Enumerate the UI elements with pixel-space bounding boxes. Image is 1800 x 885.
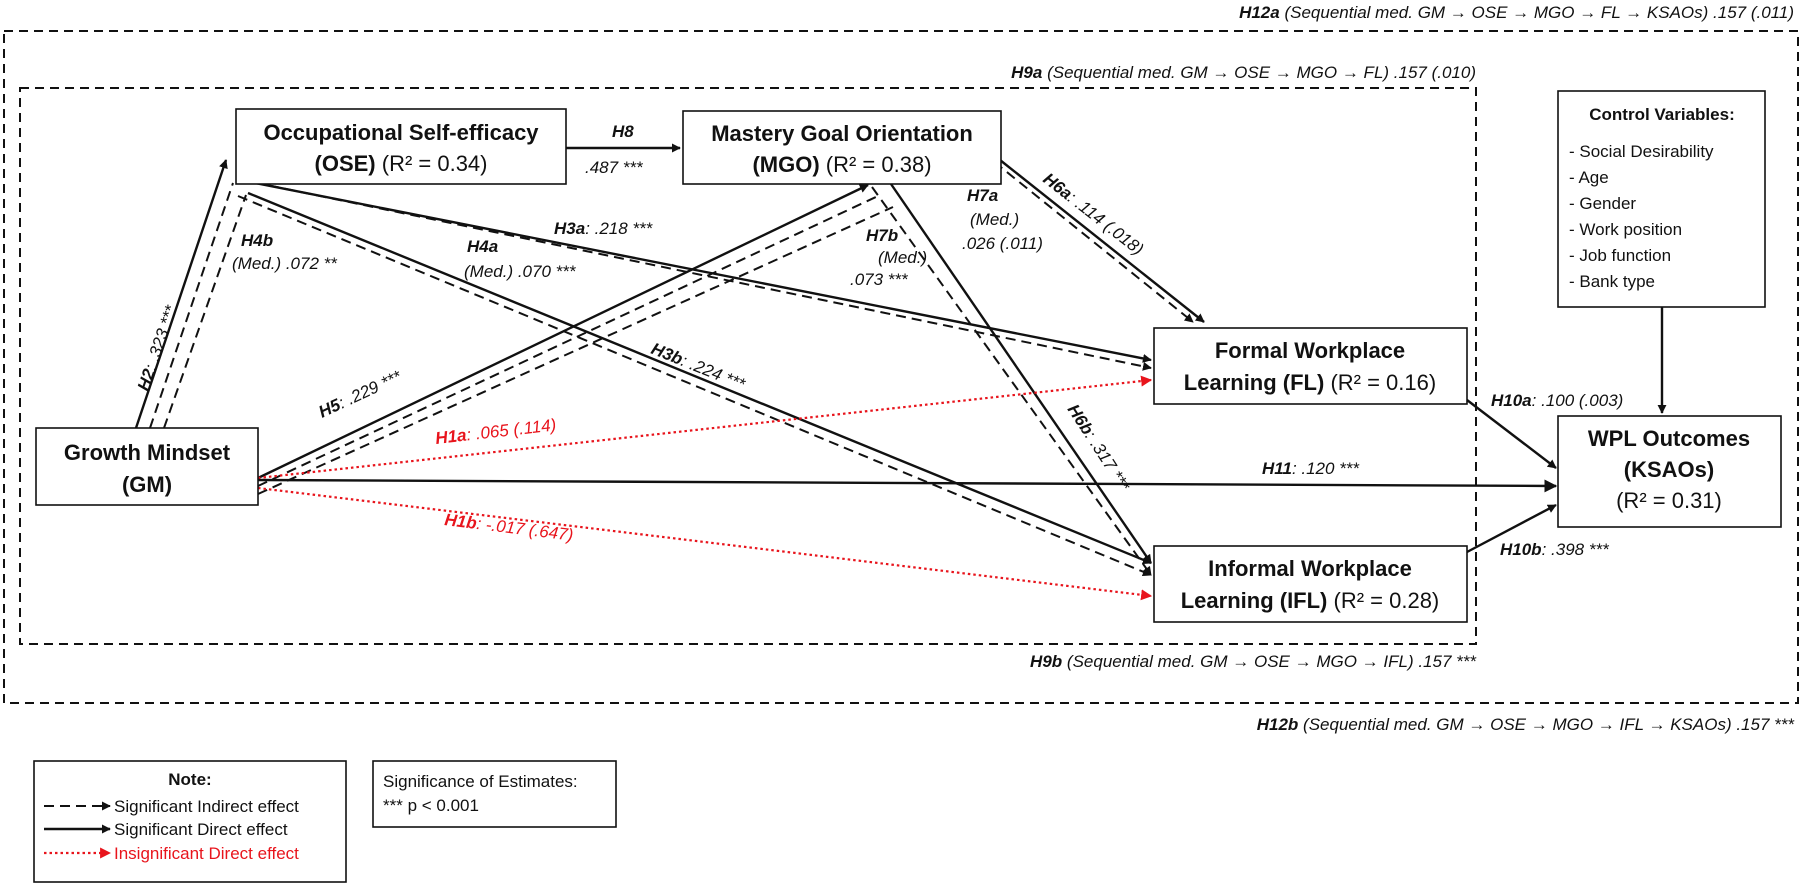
- path-h7a-mgo-fl: [981, 151, 1194, 323]
- label-h6a: H6a: .114 (.018): [1040, 169, 1148, 259]
- node-mgo-title: Mastery Goal Orientation: [711, 121, 973, 146]
- node-fl-title: Formal Workplace: [1215, 338, 1405, 363]
- label-h7b-med: (Med.): [878, 248, 927, 267]
- path-h6a-mgo-fl: [999, 159, 1205, 323]
- path-h3a-ose-fl: [239, 178, 1152, 363]
- node-ose: Occupational Self-efficacy (OSE) (R² = 0…: [235, 108, 567, 185]
- label-h10b: H10b: .398 ***: [1500, 540, 1610, 559]
- node-ifl: Informal Workplace Learning (IFL) (R² = …: [1153, 545, 1468, 623]
- node-wpl-r2: (R² = 0.31): [1616, 488, 1722, 513]
- path-h2-gm-ose: [134, 159, 228, 429]
- node-controls-box: [1557, 90, 1766, 308]
- legend-note-title: Note:: [168, 770, 211, 789]
- node-ifl-r2: Learning (IFL) (R² = 0.28): [1181, 588, 1440, 613]
- node-gm-abbrev: (GM): [122, 472, 172, 497]
- path-h11-gm-wpl: [257, 478, 1558, 493]
- label-h1b: H1b: -.017 (.647): [444, 510, 575, 545]
- node-mgo: Mastery Goal Orientation (MGO) (R² = 0.3…: [682, 110, 1002, 185]
- node-fl: Formal Workplace Learning (FL) (R² = 0.1…: [1153, 327, 1468, 405]
- node-wpl: WPL Outcomes (KSAOs) (R² = 0.31): [1557, 415, 1782, 528]
- label-h2: H2: .323 ***: [134, 302, 181, 393]
- node-wpl-abbrev: (KSAOs): [1624, 457, 1714, 482]
- label-h11: H11: .120 ***: [1262, 459, 1360, 478]
- controls-item: - Bank type: [1569, 272, 1655, 291]
- controls-item: - Gender: [1569, 194, 1636, 213]
- path-h10b-ifl-wpl: [1466, 503, 1557, 554]
- significance-box: Significance of Estimates: *** p < 0.001: [372, 760, 617, 828]
- node-wpl-title: WPL Outcomes: [1588, 426, 1750, 451]
- path-h1a-gm-fl: [257, 375, 1153, 480]
- label-h1b-group: H1b: -.017 (.647): [444, 510, 575, 545]
- node-mgo-box: [682, 110, 1002, 185]
- node-fl-r2: Learning (FL) (R² = 0.16): [1184, 370, 1436, 395]
- h12b-label: H12b (Sequential med. GM → OSE → MGO → I…: [1257, 715, 1796, 734]
- node-wpl-box: [1557, 415, 1782, 528]
- label-h7a-med: (Med.): [970, 210, 1019, 229]
- outer-frame-h12: [3, 30, 1799, 704]
- controls-title: Control Variables:: [1589, 105, 1734, 124]
- node-controls: Control Variables: - Social Desirability…: [1557, 90, 1766, 308]
- h9b-label: H9b (Sequential med. GM → OSE → MGO → IF…: [1030, 652, 1477, 671]
- controls-item: - Social Desirability: [1569, 142, 1714, 161]
- label-h7b-hyp: H7b: [866, 226, 898, 245]
- legend-indirect-text: Significant Indirect effect: [114, 797, 299, 816]
- node-mgo-r2: (MGO) (R² = 0.38): [752, 152, 931, 177]
- label-h8-value: .487 ***: [585, 158, 644, 177]
- label-h6b: H6b: .317 ***: [1064, 401, 1135, 496]
- path-h10a-fl-wpl: [1466, 399, 1557, 469]
- label-h10a: H10a: .100 (.003): [1491, 391, 1623, 410]
- path-h4a-ose-fl: [237, 178, 1152, 371]
- path-h5-gm-mgo: [257, 183, 869, 480]
- legend-note: Note: Significant Indirect effect Signif…: [33, 760, 347, 883]
- path-h7b-a: [257, 195, 879, 487]
- path-h7b-b: [257, 206, 894, 495]
- path-h3b-ose-ifl: [247, 191, 1152, 565]
- node-gm: Growth Mindset (GM): [35, 427, 259, 506]
- node-gm-box: [35, 427, 259, 506]
- h9a-label: H9a (Sequential med. GM → OSE → MGO → FL…: [1011, 63, 1476, 82]
- controls-item: - Age: [1569, 168, 1609, 187]
- node-fl-box: [1153, 327, 1468, 405]
- controls-item: - Job function: [1569, 246, 1671, 265]
- label-h8-hyp: H8: [612, 122, 634, 141]
- node-ose-title: Occupational Self-efficacy: [263, 120, 539, 145]
- label-h4a-hyp: H4a: [467, 237, 498, 256]
- path-h6b-mgo-ifl: [890, 183, 1152, 564]
- legend-note-box: [33, 760, 347, 883]
- h12a-label: H12a (Sequential med. GM → OSE → MGO → F…: [1239, 3, 1794, 22]
- node-ose-r2: (OSE) (R² = 0.34): [315, 151, 488, 176]
- label-h3b: H3b: .224 ***: [649, 339, 749, 394]
- path-h1b-gm-ifl: [257, 486, 1153, 601]
- label-h7a-value: .026 (.011): [962, 234, 1043, 253]
- node-gm-title: Growth Mindset: [64, 440, 231, 465]
- significance-box-frame: [372, 760, 617, 828]
- label-h3a: H3a: .218 ***: [554, 219, 654, 238]
- path-h4b-a: [149, 182, 234, 429]
- node-ifl-box: [1153, 545, 1468, 623]
- node-ose-box: [235, 108, 567, 185]
- label-h4a-value: (Med.) .070 ***: [464, 262, 577, 281]
- path-h4b-b: [163, 194, 247, 429]
- significance-line: *** p < 0.001: [383, 796, 479, 815]
- path-ose-ifl-indirect: [237, 195, 1152, 577]
- label-h1a-group: H1a: .065 (.114): [434, 415, 557, 448]
- label-h4b-value: (Med.) .072 **: [232, 254, 338, 273]
- label-h7a-hyp: H7a: [967, 186, 998, 205]
- legend-insignificant-text: Insignificant Direct effect: [114, 844, 299, 863]
- label-h1a: H1a: .065 (.114): [434, 415, 557, 448]
- significance-title: Significance of Estimates:: [383, 772, 578, 791]
- legend-direct-text: Significant Direct effect: [114, 820, 288, 839]
- label-h7b-value: .073 ***: [850, 270, 909, 289]
- controls-item: - Work position: [1569, 220, 1682, 239]
- inner-frame-h9: [19, 87, 1477, 645]
- label-h4b-hyp: H4b: [241, 231, 273, 250]
- node-ifl-title: Informal Workplace: [1208, 556, 1412, 581]
